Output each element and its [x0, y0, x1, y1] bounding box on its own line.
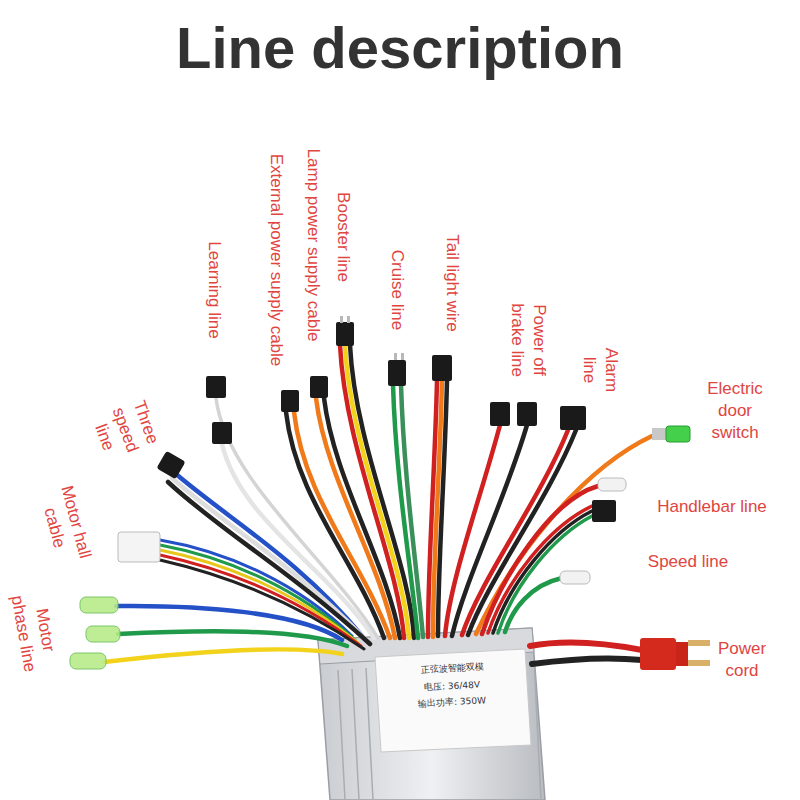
wire-label: Power off brake line	[506, 298, 550, 383]
wire-label: Booster line	[332, 192, 354, 282]
wire-label: Motor hall cable	[31, 473, 98, 576]
wire-label: Electric door switch	[700, 378, 770, 444]
wire-label: Alarm line	[578, 343, 622, 398]
wire-label: Speed line	[648, 551, 728, 573]
wire-label: Three speed line	[84, 392, 165, 467]
wire-label: Learning line	[203, 241, 225, 338]
wire-label: Power cord	[712, 638, 772, 682]
wire-label: External power supply cable	[265, 154, 287, 367]
wire-label: Cruise line	[386, 250, 408, 330]
wire-label: Tail light wire	[441, 234, 463, 331]
wire-label: Lamp power supply cable	[302, 149, 324, 342]
wire-label: Motor phase line	[5, 584, 64, 680]
wire-label: Handlebar line	[657, 496, 767, 518]
page-title: Line description	[0, 8, 800, 88]
